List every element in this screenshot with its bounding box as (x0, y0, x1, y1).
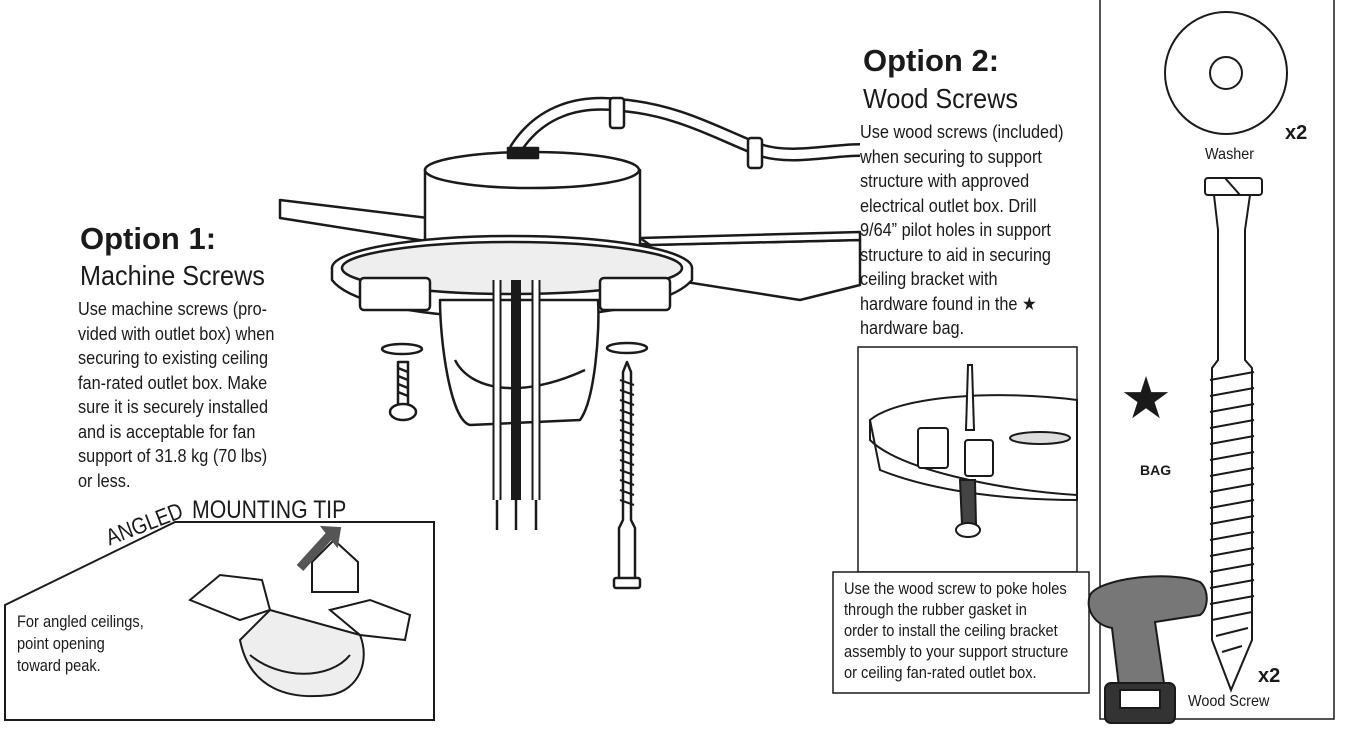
house-arrow-icon (296, 525, 359, 593)
washer-label: Washer (1205, 146, 1255, 163)
option1-title: Option 1: (80, 221, 217, 256)
option1-subtitle: Machine Screws (80, 260, 265, 291)
star-icon: ★ (1120, 366, 1172, 431)
washer-qty: x2 (1285, 122, 1308, 144)
option1-body: Use machine screws (pro- vided with outl… (78, 298, 275, 491)
wood-screw-icon (1204, 177, 1263, 693)
option2-subtitle: Wood Screws (863, 83, 1018, 114)
bag-label: BAG (1140, 462, 1172, 478)
washer-icon (1164, 11, 1288, 135)
detail-caption: Use the wood screw to poke holes through… (844, 579, 1069, 682)
option2-title: Option 2: (863, 43, 1000, 78)
tip-body: For angled ceilings, point opening towar… (17, 612, 144, 675)
wood-screw-label: Wood Screw (1188, 693, 1270, 710)
option2-body: Use wood screws (included) when securing… (860, 121, 1064, 338)
wood-screw-qty: x2 (1258, 665, 1281, 687)
drill-icon (1087, 575, 1208, 724)
tip-label-mounting: MOUNTING TIP (192, 496, 347, 524)
